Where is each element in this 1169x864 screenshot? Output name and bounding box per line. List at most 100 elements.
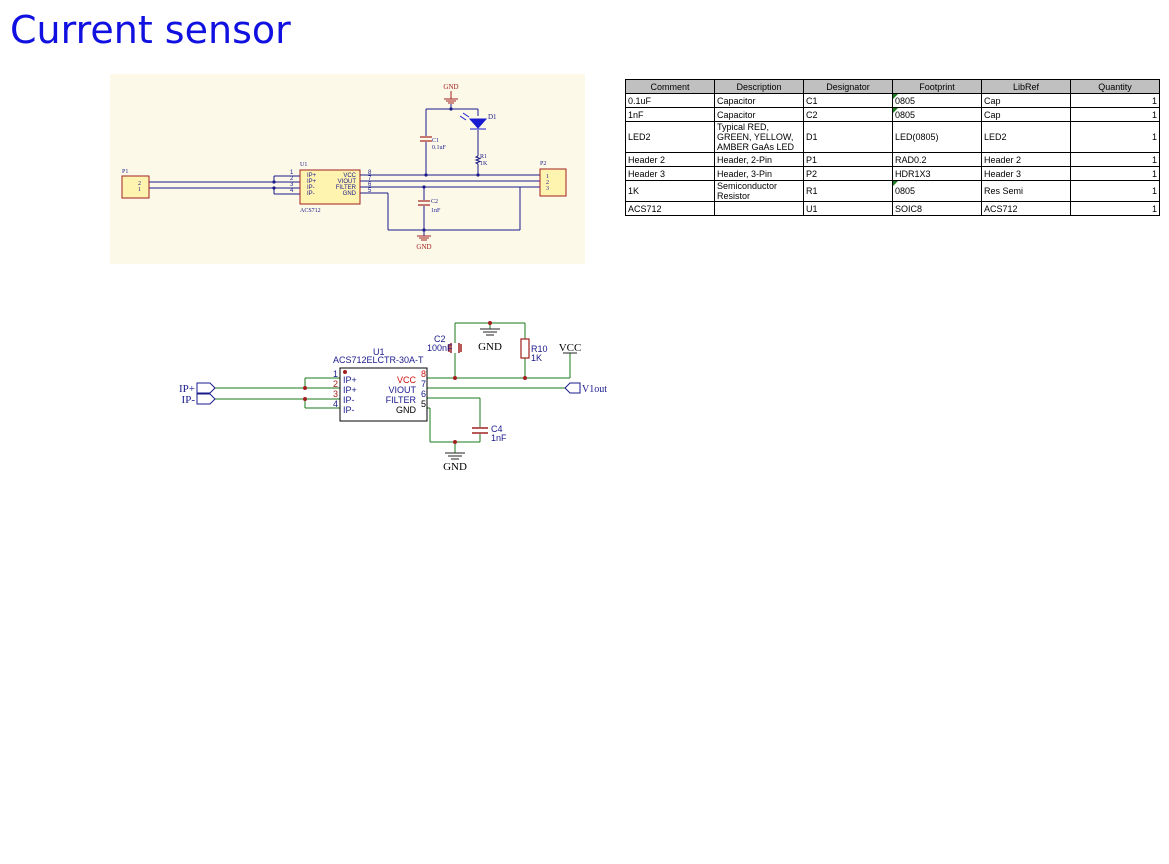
bom-cell: Capacitor	[714, 93, 804, 108]
bom-header-quantity: Quantity	[1070, 79, 1160, 94]
bom-cell: 0805	[892, 180, 982, 202]
svg-text:IP-: IP-	[307, 185, 315, 191]
v1out-label: V1out	[582, 384, 607, 395]
svg-text:4: 4	[290, 188, 294, 194]
svg-text:GND: GND	[396, 405, 417, 415]
bom-cell: Header 3	[625, 166, 715, 181]
p1-body	[121, 175, 150, 199]
svg-text:2: 2	[333, 379, 338, 389]
gnd-label-top: GND	[478, 341, 502, 353]
bom-cell: 1	[1070, 152, 1160, 167]
gnd-label-bottom: GND	[416, 243, 431, 251]
vcc-label: VCC	[559, 342, 582, 354]
bom-cell	[714, 201, 804, 216]
u1-pins: 1 2 3 4 IP+ IP+ IP- IP- VCC VIOUT FILTER…	[290, 170, 372, 197]
capacitor-c2-symbol	[418, 200, 430, 206]
u1-part: ACS712	[300, 208, 321, 214]
p2-body	[539, 168, 567, 197]
schematic-background	[110, 74, 585, 264]
bom-cell: 0805	[892, 93, 982, 108]
svg-text:1: 1	[333, 369, 338, 379]
bom-cell: 1nF	[625, 107, 715, 122]
u1-part: ACS712ELCTR-30A-T	[333, 355, 424, 365]
svg-text:VIOUT: VIOUT	[388, 385, 416, 395]
bom-header-description: Description	[714, 79, 804, 94]
bom-cell: U1	[803, 201, 893, 216]
bom-cell: P1	[803, 152, 893, 167]
p2-pin-3: 3	[546, 186, 549, 192]
c1-value: 0.1uF	[432, 145, 447, 151]
bom-cell: Header, 2-Pin	[714, 152, 804, 167]
svg-text:6: 6	[421, 389, 426, 399]
bom-cell: C2	[803, 107, 893, 122]
port-ip-minus-icon	[196, 393, 216, 405]
bom-cell: LED2	[625, 121, 715, 153]
p1-pin-2: 2	[138, 181, 141, 187]
bom-cell: P2	[803, 166, 893, 181]
svg-text:4: 4	[333, 399, 338, 409]
bom-cell: Cap	[981, 93, 1071, 108]
port-ip-plus-icon	[196, 382, 216, 394]
svg-text:IP+: IP+	[343, 375, 357, 385]
junctions	[272, 107, 480, 232]
svg-text:VCC: VCC	[397, 375, 417, 385]
svg-text:1: 1	[290, 170, 294, 176]
bom-cell: 1	[1070, 201, 1160, 216]
p1-ref: P1	[122, 169, 128, 175]
gnd-symbol-bottom	[417, 235, 431, 241]
u1-pins: 1 2 3 4 IP+ IP+ IP- IP- VCC VIOUT FILTER…	[333, 369, 426, 415]
svg-text:IP-: IP-	[343, 405, 355, 415]
table-row: 0.1uF Capacitor C1 0805 Cap 1	[625, 93, 1160, 108]
bom-cell: 1	[1070, 107, 1160, 122]
bom-cell: ACS712	[981, 201, 1071, 216]
svg-text:7: 7	[368, 176, 372, 182]
bom-cell: 1	[1070, 180, 1160, 202]
bom-header-libref: LibRef	[981, 79, 1071, 94]
gnd-symbol-top	[480, 328, 500, 336]
p1-pin-1: 1	[138, 187, 141, 193]
gnd-label-top: GND	[443, 83, 458, 91]
c2-value: 1nF	[431, 208, 441, 214]
table-row: Header 3 Header, 3-Pin P2 HDR1X3 Header …	[625, 166, 1160, 181]
bom-cell: R1	[803, 180, 893, 202]
u1-ref: U1	[300, 162, 307, 168]
page-title: Current sensor	[10, 8, 291, 52]
bom-cell: Header 2	[625, 152, 715, 167]
bom-header-comment: Comment	[625, 79, 715, 94]
svg-text:2: 2	[290, 176, 294, 182]
bom-cell: 0.1uF	[625, 93, 715, 108]
svg-text:FILTER: FILTER	[386, 395, 417, 405]
table-row: 1nF Capacitor C2 0805 Cap 1	[625, 107, 1160, 122]
c2-ref: C2	[434, 334, 446, 344]
bom-cell: LED(0805)	[892, 121, 982, 153]
svg-text:7: 7	[421, 379, 426, 389]
resistor-r1-symbol	[474, 155, 482, 165]
table-row: Header 2 Header, 2-Pin P1 RAD0.2 Header …	[625, 152, 1160, 167]
svg-text:5: 5	[421, 399, 426, 409]
bom-cell: 1	[1070, 166, 1160, 181]
svg-text:IP+: IP+	[307, 179, 317, 185]
bom-cell: 1	[1070, 93, 1160, 108]
bom-cell: Typical RED, GREEN, YELLOW, AMBER GaAs L…	[714, 121, 804, 153]
bom-cell: ACS712	[625, 201, 715, 216]
r1-value: 1K	[480, 161, 488, 167]
bom-cell: Header 3	[981, 166, 1071, 181]
bom-cell: SOIC8	[892, 201, 982, 216]
p2-ref: P2	[540, 161, 546, 167]
svg-text:FILTER: FILTER	[336, 185, 357, 191]
table-row: 1K Semiconductor Resistor R1 0805 Res Se…	[625, 180, 1160, 202]
bom-cell: 1	[1070, 121, 1160, 153]
r10-ref: R10	[531, 344, 548, 354]
bom-cell: Cap	[981, 107, 1071, 122]
bom-cell: D1	[803, 121, 893, 153]
svg-text:GND: GND	[343, 191, 357, 197]
svg-text:IP+: IP+	[343, 385, 357, 395]
led-d1-symbol	[459, 112, 488, 130]
bom-cell: LED2	[981, 121, 1071, 153]
junctions	[303, 321, 527, 444]
bom-header-designator: Designator	[803, 79, 893, 94]
d1-label: D1	[488, 113, 497, 121]
svg-text:VCC: VCC	[343, 173, 356, 179]
ip-plus-label: IP+	[179, 383, 195, 395]
c2-ref: C2	[431, 199, 438, 205]
